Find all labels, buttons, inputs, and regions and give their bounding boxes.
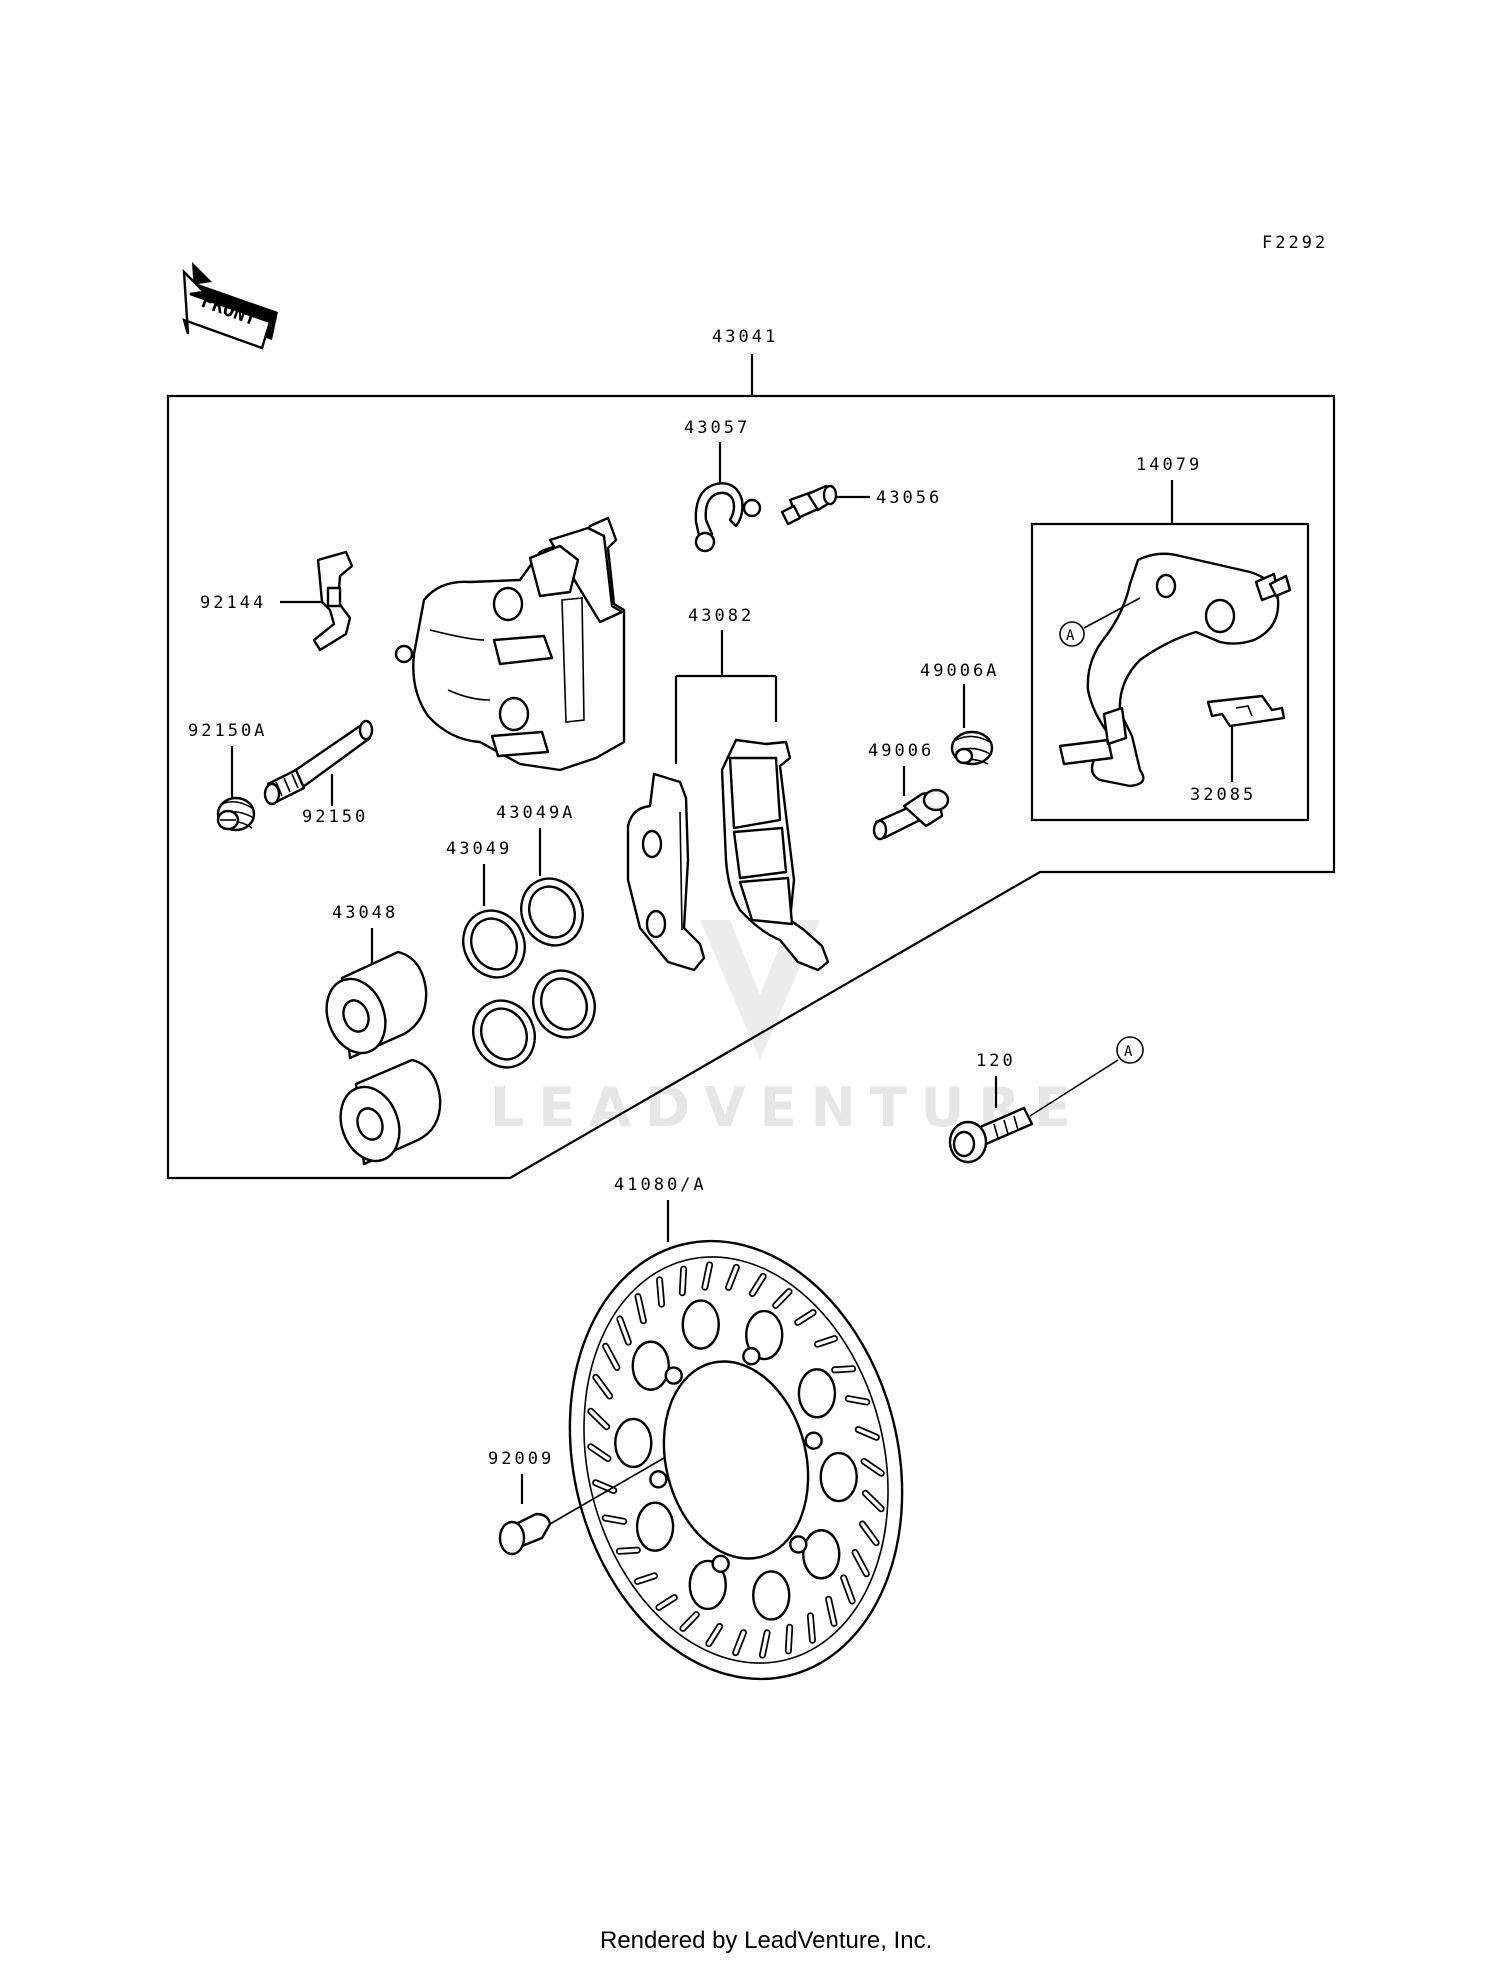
caliper-assembly-box bbox=[166, 354, 1336, 1180]
ref-marker-a-bolt: A bbox=[1124, 1044, 1133, 1060]
disc-slot bbox=[808, 1614, 815, 1642]
disc-bolt-hole bbox=[649, 1470, 668, 1489]
disc-slot bbox=[707, 1624, 722, 1646]
disc-lightening-hole bbox=[688, 1559, 727, 1611]
brake-pad-right bbox=[720, 738, 830, 972]
label-43057: 43057 bbox=[684, 418, 750, 438]
disc-slot bbox=[588, 1445, 610, 1461]
bleeder-valve-part bbox=[780, 484, 838, 526]
disc-bolt-hole bbox=[711, 1554, 730, 1573]
label-49006A: 49006A bbox=[920, 661, 999, 681]
disc-bolt-part bbox=[498, 1512, 552, 1556]
brake-pad-left bbox=[626, 772, 706, 972]
ref-marker-a-bracket: A bbox=[1066, 628, 1075, 644]
caliper-mount-bolt bbox=[948, 1106, 1034, 1164]
disc-slot bbox=[841, 1576, 854, 1603]
caliper-bracket-part bbox=[1058, 552, 1292, 788]
disc-lightening-hole bbox=[631, 1340, 670, 1391]
disc-slot bbox=[860, 1522, 878, 1545]
disc-slot bbox=[856, 1427, 879, 1439]
disc-slot bbox=[680, 1267, 686, 1295]
disc-slot bbox=[657, 1278, 664, 1306]
label-41080A: 41080/A bbox=[614, 1175, 707, 1195]
label-43082: 43082 bbox=[688, 606, 754, 626]
disc-slot bbox=[657, 1595, 677, 1610]
label-92144: 92144 bbox=[200, 593, 266, 613]
disc-slot bbox=[636, 1294, 646, 1323]
brake-caliper-body bbox=[394, 516, 626, 772]
disc-lightening-hole bbox=[797, 1368, 837, 1419]
caliper-piston-lower bbox=[339, 1058, 442, 1166]
label-92150: 92150 bbox=[302, 807, 368, 827]
label-120: 120 bbox=[976, 1051, 1016, 1071]
disc-lightening-hole bbox=[635, 1501, 675, 1552]
label-92150A: 92150A bbox=[188, 721, 267, 741]
disc-bolt-hole bbox=[804, 1431, 823, 1450]
disc-slot bbox=[603, 1516, 626, 1524]
disc-lightening-hole bbox=[802, 1529, 841, 1580]
disc-slot bbox=[760, 1631, 769, 1657]
diagram-code: F2292 bbox=[1262, 233, 1328, 253]
label-43048: 43048 bbox=[332, 903, 398, 923]
bracket-box bbox=[1030, 522, 1310, 822]
label-43049: 43049 bbox=[446, 839, 512, 859]
disc-lightening-hole bbox=[745, 1309, 784, 1361]
disc-slot bbox=[826, 1597, 836, 1626]
disc-slot bbox=[795, 1310, 815, 1325]
label-43049A: 43049A bbox=[496, 803, 575, 823]
disc-lightening-hole bbox=[614, 1417, 653, 1469]
disc-slot bbox=[773, 1289, 791, 1308]
pin-plug-part bbox=[216, 796, 256, 832]
disc-slot bbox=[681, 1612, 699, 1631]
label-49006: 49006 bbox=[868, 741, 934, 761]
pad-spring-part bbox=[1206, 694, 1286, 728]
disc-bolt-hole bbox=[664, 1366, 683, 1385]
caliper-pin-part bbox=[263, 719, 374, 806]
pin-boot-part bbox=[950, 730, 994, 766]
disc-slot bbox=[726, 1265, 739, 1290]
disc-slot bbox=[635, 1574, 657, 1584]
label-43056: 43056 bbox=[876, 488, 942, 508]
disc-slot bbox=[594, 1375, 612, 1398]
footer-credit: Rendered by LeadVenture, Inc. bbox=[600, 1927, 932, 1954]
label-43041: 43041 bbox=[712, 327, 778, 347]
label-92009: 92009 bbox=[488, 1449, 554, 1469]
front-arrow-icon: FRONT bbox=[182, 262, 278, 350]
disc-slot bbox=[589, 1409, 609, 1429]
disc-slot bbox=[617, 1548, 640, 1554]
anti-rattle-spring-part bbox=[312, 550, 354, 652]
label-14079: 14079 bbox=[1136, 455, 1202, 475]
disc-slot bbox=[846, 1396, 869, 1404]
disc-slot bbox=[733, 1630, 746, 1655]
caliper-piston-upper bbox=[325, 950, 428, 1060]
disc-bolt-hole bbox=[789, 1535, 808, 1554]
disc-lightening-hole bbox=[752, 1570, 791, 1621]
bleeder-cap-part bbox=[694, 482, 762, 553]
disc-slot bbox=[853, 1550, 869, 1576]
disc-slot bbox=[618, 1317, 631, 1344]
label-32085: 32085 bbox=[1190, 785, 1256, 805]
disc-slot bbox=[862, 1459, 884, 1475]
brake-disc-part bbox=[568, 1239, 904, 1681]
slide-pin-part bbox=[872, 788, 950, 841]
disc-bolt-hole bbox=[742, 1347, 761, 1366]
disc-slot bbox=[863, 1491, 883, 1511]
piston-seal bbox=[462, 909, 536, 1069]
disc-slot bbox=[603, 1344, 619, 1370]
disc-slot bbox=[815, 1336, 837, 1346]
disc-slot bbox=[703, 1263, 712, 1289]
disc-lightening-hole bbox=[681, 1299, 720, 1350]
disc-slot bbox=[750, 1274, 765, 1296]
disc-slot bbox=[832, 1366, 855, 1372]
disc-lightening-hole bbox=[819, 1451, 858, 1503]
disc-slot bbox=[786, 1625, 792, 1653]
piston-seal-a bbox=[520, 877, 596, 1039]
